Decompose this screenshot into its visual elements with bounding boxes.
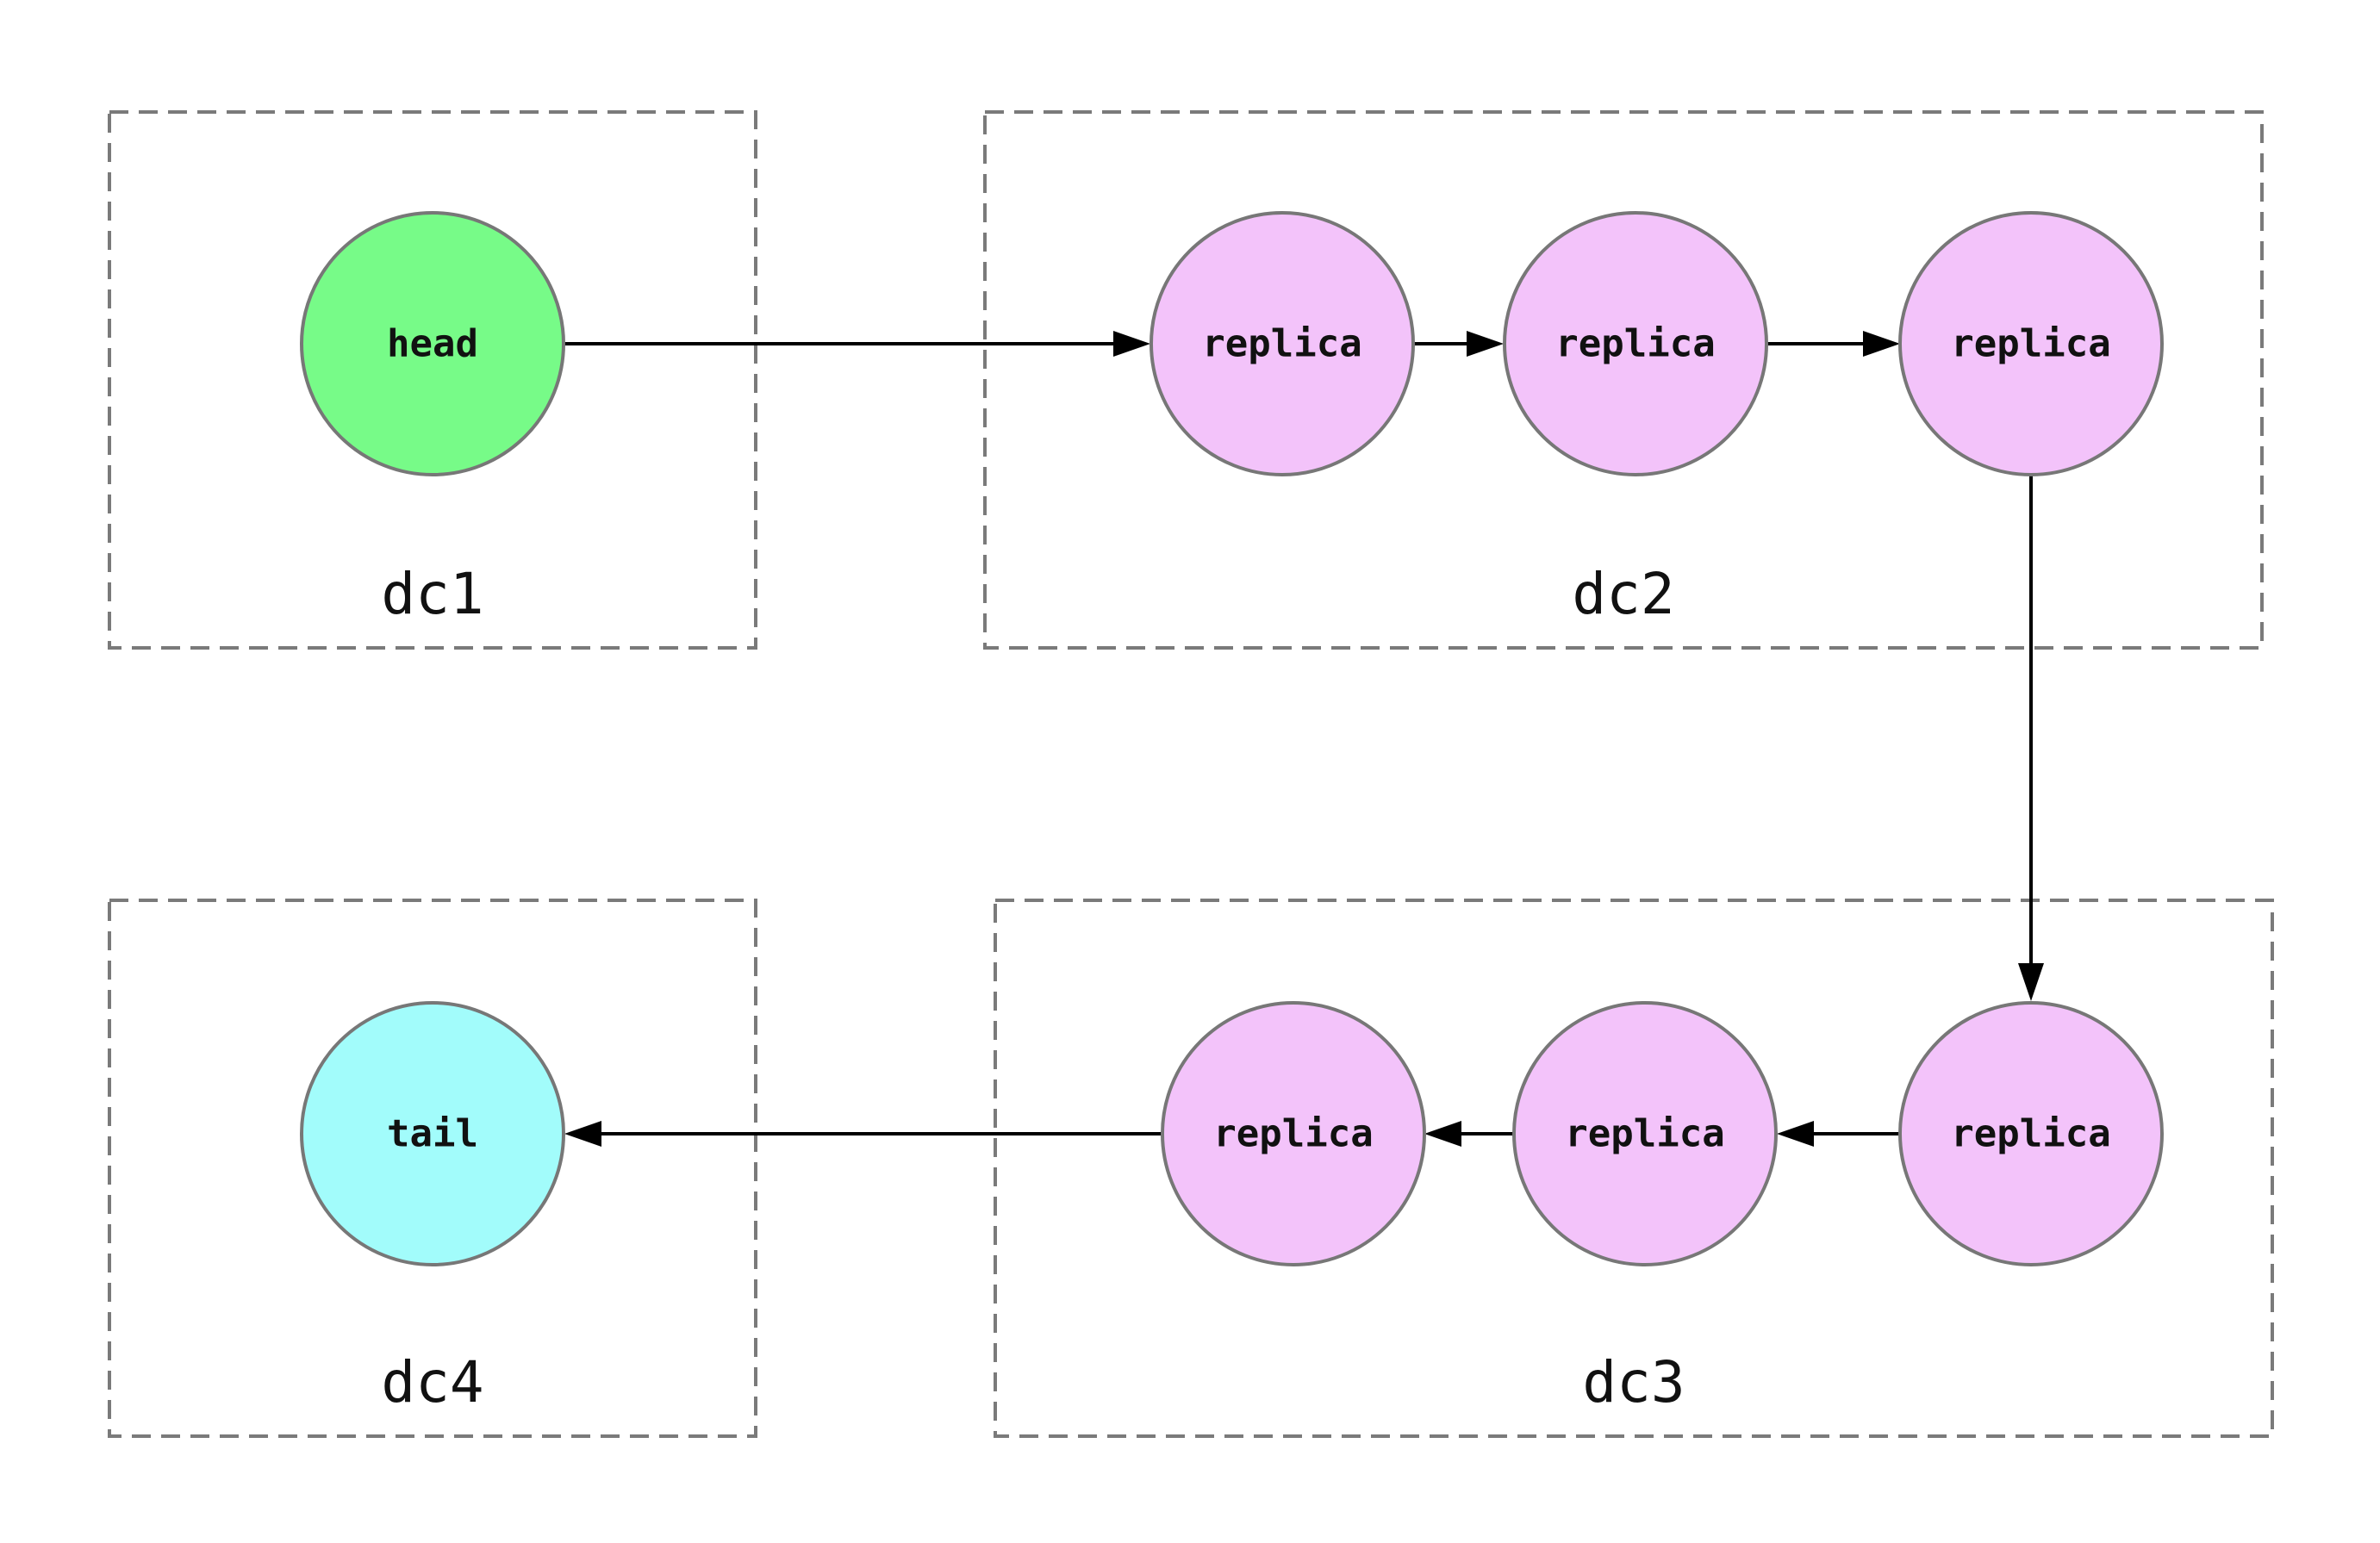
datacenter-dc4: dc4 (108, 899, 757, 1438)
arrowhead-dc2-replica-3 (1863, 331, 1900, 357)
node-tail: tail (300, 1001, 565, 1266)
replica-label: replica (1951, 1112, 2110, 1156)
tail-label: tail (387, 1112, 478, 1156)
node-head: head (300, 211, 565, 476)
dc3-box (994, 899, 2274, 1438)
arrowhead-dc3-replica-2 (1777, 1121, 1814, 1147)
dc3-label: dc3 (1582, 1349, 1685, 1415)
replica-circle (1898, 211, 2164, 476)
dc1-label: dc1 (381, 561, 483, 627)
head-circle (300, 211, 565, 476)
arrowhead-dc3-replica-1 (1424, 1121, 1461, 1147)
arrowhead-tail (564, 1121, 601, 1147)
node-dc2-replica-2: replica (1503, 211, 1768, 476)
node-dc3-replica-3: replica (1898, 1001, 2164, 1266)
replica-label: replica (1202, 322, 1361, 366)
node-dc2-replica-1: replica (1150, 211, 1415, 476)
node-dc3-replica-1: replica (1161, 1001, 1426, 1266)
dc2-box (983, 110, 2264, 650)
dc4-box (108, 899, 757, 1438)
dc4-label: dc4 (381, 1349, 483, 1415)
datacenter-dc1: dc1 (108, 110, 757, 650)
arrowhead-dc2-replica-1 (1113, 331, 1150, 357)
edges (564, 331, 2044, 1147)
tail-circle (300, 1001, 565, 1266)
replica-circle (1512, 1001, 1778, 1266)
datacenter-dc2: dc2 (983, 110, 2264, 650)
replica-circle (1150, 211, 1415, 476)
arrowhead-dc3-replica-3 (2018, 963, 2044, 1001)
datacenter-dc3: dc3 (994, 899, 2274, 1438)
dc2-label: dc2 (1572, 561, 1674, 627)
replica-circle (1898, 1001, 2164, 1266)
replica-label: replica (1951, 322, 2110, 366)
replica-circle (1503, 211, 1768, 476)
replica-label: replica (1213, 1112, 1373, 1156)
replica-circle (1161, 1001, 1426, 1266)
node-dc3-replica-2: replica (1512, 1001, 1778, 1266)
replica-label: replica (1555, 322, 1715, 366)
replica-label: replica (1565, 1112, 1724, 1156)
arrowhead-dc2-replica-2 (1467, 331, 1504, 357)
head-label: head (387, 322, 478, 366)
dc1-box (108, 110, 757, 650)
node-dc2-replica-3: replica (1898, 211, 2164, 476)
